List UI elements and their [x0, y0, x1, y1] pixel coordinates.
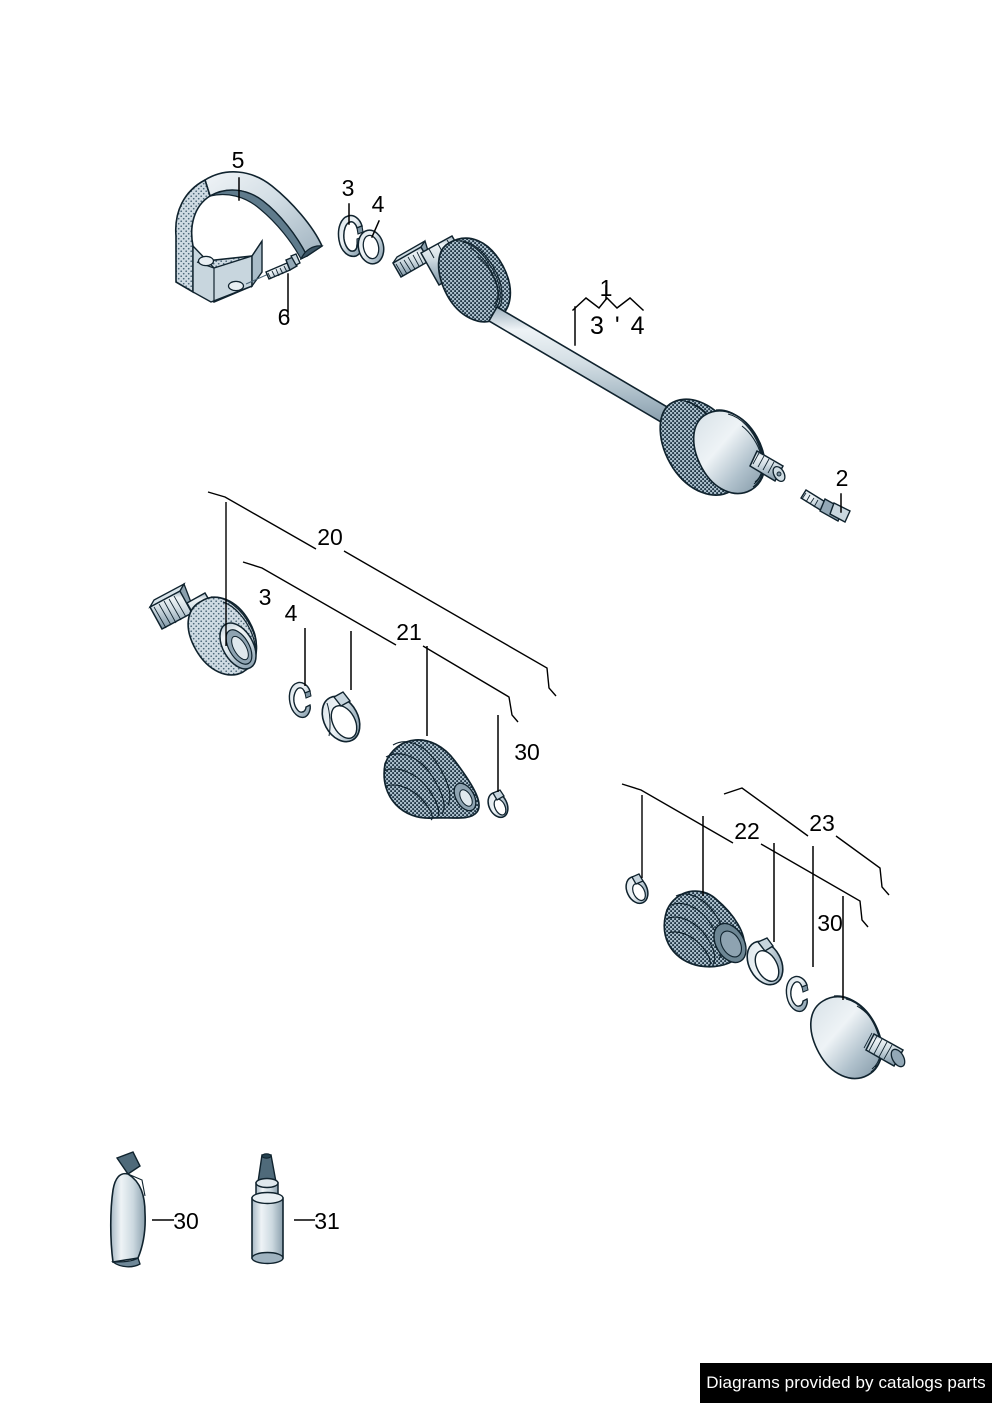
outer-cv-joint-right	[810, 995, 906, 1080]
circlip-part3-mid	[288, 681, 312, 719]
circlip-part3-right	[785, 975, 809, 1013]
gasket-ring-part4-top	[357, 229, 385, 265]
callout-3-top: 3	[342, 175, 355, 201]
callout-30-bottom: 30	[173, 1208, 199, 1234]
callout-31-bottom: 31	[314, 1208, 340, 1234]
boot-clamp-large-right	[746, 937, 784, 986]
callout-30-right: 30	[817, 910, 843, 936]
callout-2: 2	[836, 465, 849, 491]
bracket-group-23	[723, 787, 890, 896]
heat-shield-bracket-part5	[174, 171, 324, 303]
leader-lines-right	[702, 816, 844, 1000]
callout-5: 5	[232, 147, 245, 173]
bracket-group-21	[242, 561, 519, 723]
callout-23: 23	[809, 810, 835, 836]
boot-clamp-large-mid	[321, 691, 361, 743]
callout-21: 21	[396, 619, 422, 645]
hex-bolt-part2	[800, 489, 851, 523]
footer-watermark: Diagrams provided by catalogs parts	[700, 1363, 992, 1403]
grease-tube-part30	[109, 1151, 174, 1268]
callout-4-top: 4	[372, 191, 385, 217]
bolt-part6	[245, 253, 301, 285]
boot-clamp-small-right	[625, 873, 649, 905]
footer-text: Diagrams provided by catalogs parts	[706, 1373, 986, 1392]
callout-4-mid: 4	[285, 600, 298, 626]
boot-clamp-small-mid	[487, 789, 509, 819]
cv-boot-right	[663, 890, 747, 968]
leader-lines	[238, 177, 842, 513]
callout-30-mid: 30	[514, 739, 540, 765]
callout-22: 22	[734, 818, 760, 844]
inner-cv-joint-housing	[148, 582, 258, 676]
callout-6: 6	[278, 304, 291, 330]
bracket-group-20	[207, 491, 557, 697]
leader-lines-mid	[304, 628, 499, 792]
callout-3-mid: 3	[259, 584, 272, 610]
drive-shaft-part1	[391, 234, 786, 496]
callout-20: 20	[317, 524, 343, 550]
callout-numbers: 5 3 4 6 1 3 ' 4 2 20 3 4 21 30 22 23 30 …	[173, 147, 848, 1234]
cv-boot-mid	[383, 739, 480, 821]
sealant-bottle-part31	[251, 1153, 315, 1265]
bracket-group-22	[621, 783, 869, 928]
callout-1: 1	[600, 275, 613, 301]
callout-3-4: 3 ' 4	[590, 312, 646, 340]
